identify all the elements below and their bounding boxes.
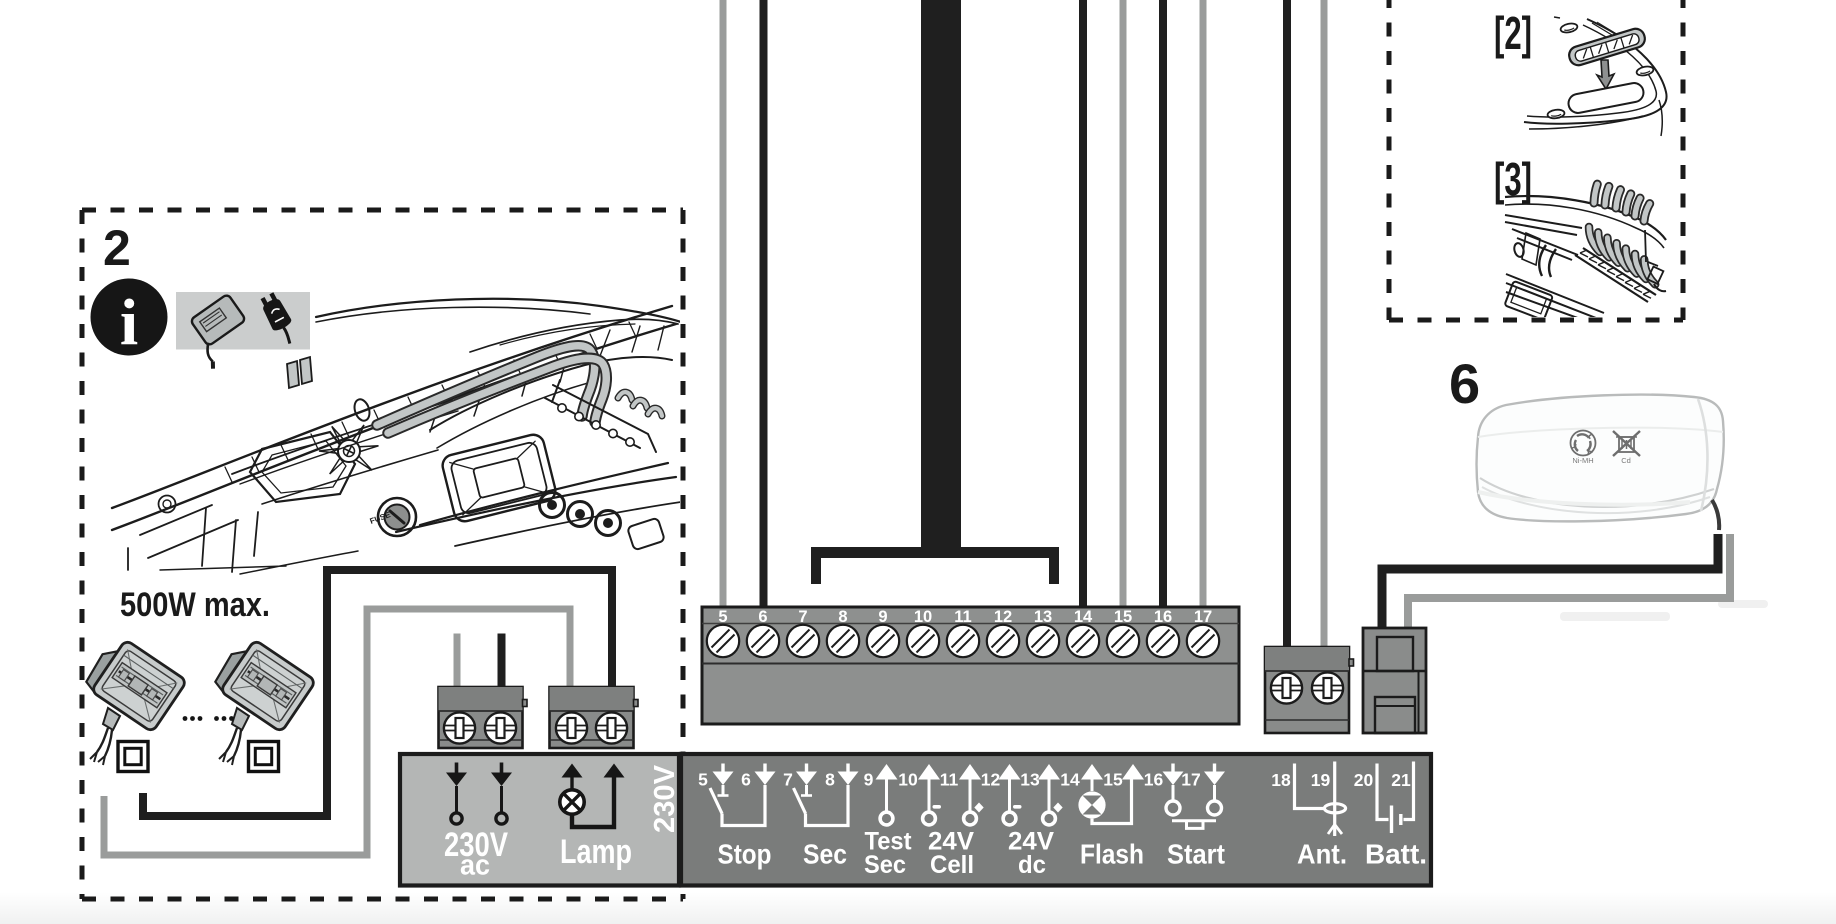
svg-text:Sec: Sec (803, 839, 847, 870)
svg-text:i: i (120, 286, 138, 359)
svg-text:dc: dc (1018, 851, 1046, 879)
svg-text:230V: 230V (444, 826, 508, 864)
svg-text:7: 7 (798, 608, 807, 626)
svg-text:Stop: Stop (718, 839, 772, 870)
svg-text:Batt.: Batt. (1365, 839, 1427, 870)
svg-text:11: 11 (940, 770, 959, 790)
svg-text:5: 5 (698, 770, 708, 790)
svg-text:6: 6 (741, 770, 751, 790)
svg-text:24V: 24V (1008, 828, 1054, 856)
svg-text:2: 2 (103, 220, 131, 276)
svg-text:Lamp: Lamp (560, 833, 632, 871)
svg-text:Cell: Cell (930, 851, 974, 879)
svg-text:13: 13 (1020, 770, 1040, 790)
svg-text:9: 9 (878, 608, 887, 626)
svg-text:Ni-MH: Ni-MH (1572, 456, 1593, 465)
svg-text:14: 14 (1074, 608, 1093, 626)
svg-text:9: 9 (864, 770, 874, 790)
svg-text:8: 8 (838, 608, 847, 626)
svg-text:10: 10 (914, 608, 932, 626)
svg-text:12: 12 (981, 770, 1001, 790)
svg-text:6: 6 (758, 608, 767, 626)
svg-text:ac: ac (460, 850, 490, 882)
svg-text:[2]: [2] (1494, 7, 1532, 59)
svg-text:Sec: Sec (864, 851, 906, 879)
svg-text:15: 15 (1103, 770, 1123, 790)
svg-text:24V: 24V (928, 828, 974, 856)
svg-text:6: 6 (1449, 352, 1480, 415)
svg-text:Start: Start (1167, 839, 1225, 870)
svg-text:20: 20 (1354, 770, 1374, 790)
svg-text:13: 13 (1034, 608, 1052, 626)
svg-text:Cd: Cd (1621, 456, 1631, 465)
svg-text:21: 21 (1391, 770, 1411, 790)
svg-text:11: 11 (954, 608, 971, 626)
svg-text:500W max.: 500W max. (120, 586, 270, 624)
svg-text:16: 16 (1144, 770, 1164, 790)
svg-text:Flash: Flash (1080, 839, 1144, 870)
svg-text:15: 15 (1114, 608, 1132, 626)
svg-text:5: 5 (718, 608, 727, 626)
svg-text:230V: 230V (649, 764, 681, 833)
svg-text:10: 10 (898, 770, 918, 790)
svg-text:18: 18 (1271, 770, 1291, 790)
svg-text:17: 17 (1181, 770, 1200, 790)
svg-text:Ant.: Ant. (1297, 839, 1347, 870)
svg-text:14: 14 (1060, 770, 1080, 790)
svg-text:8: 8 (825, 770, 835, 790)
svg-text:19: 19 (1311, 770, 1331, 790)
svg-text:12: 12 (994, 608, 1012, 626)
svg-text:16: 16 (1154, 608, 1172, 626)
svg-text:17: 17 (1194, 608, 1212, 626)
svg-text:Test: Test (865, 828, 913, 856)
svg-text:7: 7 (783, 770, 793, 790)
